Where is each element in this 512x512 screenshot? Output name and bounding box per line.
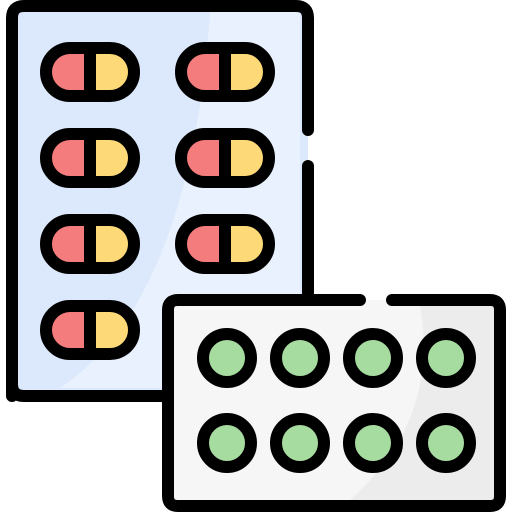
- capsule: [175, 128, 275, 188]
- capsule: [40, 214, 140, 274]
- capsule-right-half: [225, 220, 269, 268]
- capsule: [175, 214, 275, 274]
- capsule: [40, 300, 140, 360]
- capsule-left-half: [181, 134, 225, 182]
- tablet-grid: [197, 328, 476, 473]
- capsule-left-half: [46, 134, 90, 182]
- capsule-grid: [40, 42, 275, 360]
- capsule-pack-outline: [6, 0, 314, 402]
- capsule-right-half: [90, 220, 134, 268]
- capsule-right-half: [225, 48, 269, 96]
- tablet: [343, 328, 403, 388]
- tablet: [270, 328, 330, 388]
- capsule-left-half: [46, 306, 90, 354]
- capsule-right-half: [90, 48, 134, 96]
- capsule-right-half: [225, 134, 269, 182]
- tablet: [270, 413, 330, 473]
- tablet: [197, 413, 257, 473]
- tablet: [343, 413, 403, 473]
- tablet: [416, 413, 476, 473]
- capsule-left-half: [181, 220, 225, 268]
- capsule-left-half: [46, 220, 90, 268]
- tablet-blister-pack: [162, 294, 506, 512]
- capsule-right-half: [90, 134, 134, 182]
- tablet: [416, 328, 476, 388]
- tablet-pack-outline: [162, 294, 506, 512]
- capsule: [175, 42, 275, 102]
- capsule-right-half: [90, 306, 134, 354]
- capsule-pack-outline-bottom: [6, 378, 174, 402]
- capsule-left-half: [46, 48, 90, 96]
- capsule-left-half: [181, 48, 225, 96]
- tablet: [197, 328, 257, 388]
- capsule: [40, 128, 140, 188]
- capsule: [40, 42, 140, 102]
